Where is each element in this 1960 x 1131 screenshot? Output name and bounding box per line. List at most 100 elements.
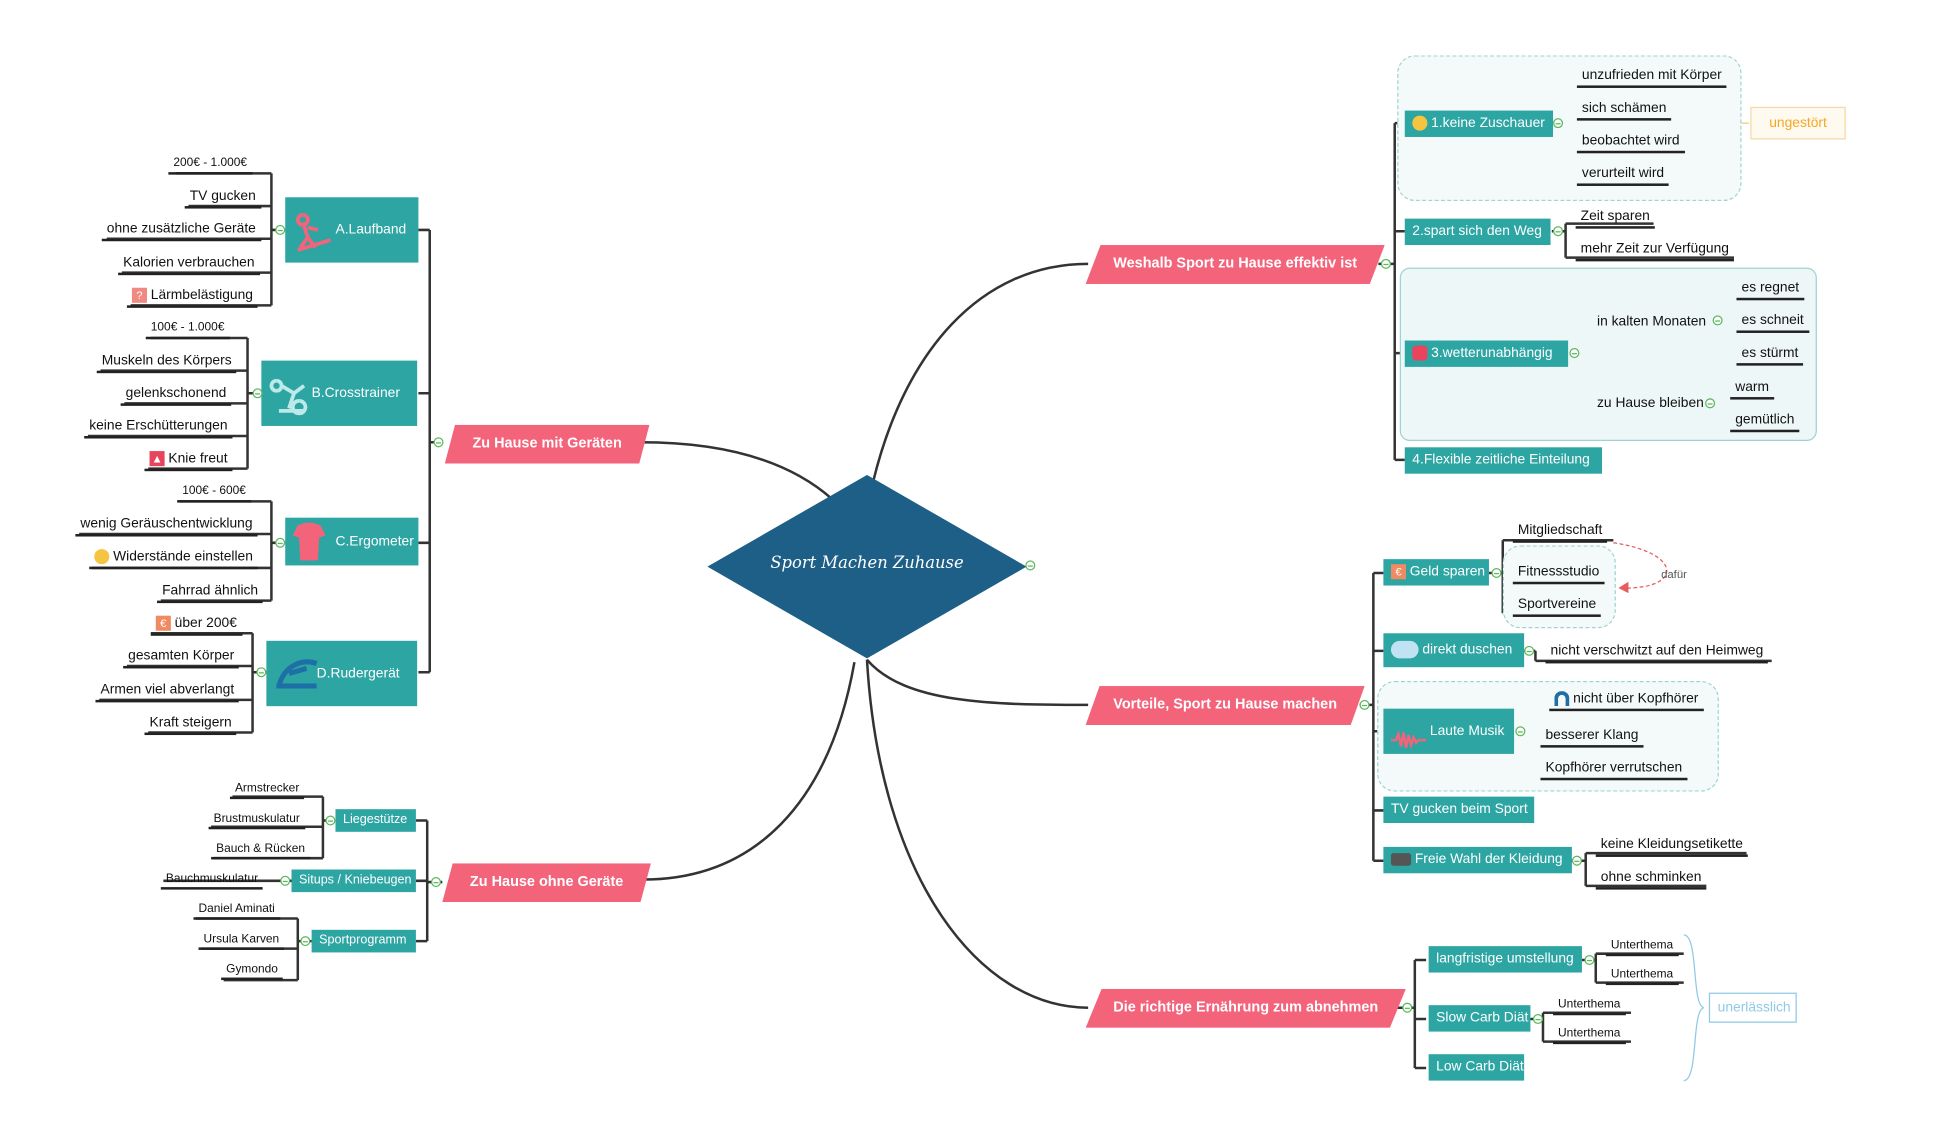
subtopic-kleidung[interactable]: Freie Wahl der Kleidung <box>1383 846 1572 874</box>
collapse-toggle[interactable] <box>1359 699 1370 710</box>
leaf-item[interactable]: warm <box>1730 377 1775 400</box>
leaf-item[interactable]: 100€ - 1.000€ <box>145 319 230 340</box>
leaf-item[interactable]: Unterthema <box>1553 1025 1626 1045</box>
leaf-item[interactable]: gesamten Körper <box>123 646 240 669</box>
collapse-toggle[interactable] <box>433 437 444 448</box>
main-topic-vorteile[interactable]: Vorteile, Sport zu Hause machen <box>1085 686 1365 726</box>
subtopic-laufband[interactable]: A.Laufband <box>285 197 419 263</box>
leaf-item[interactable]: sich schämen <box>1576 98 1672 121</box>
collapse-toggle[interactable] <box>275 224 286 235</box>
leaf-item[interactable]: es regnet <box>1736 278 1805 301</box>
collapse-toggle[interactable] <box>1584 954 1595 965</box>
subtopic-slowcarb[interactable]: Slow Carb Diät <box>1428 1005 1531 1032</box>
leaf-item[interactable]: Brustmuskulatur <box>208 810 305 830</box>
subtopic-wetter[interactable]: 3.wetterunabhängig <box>1404 340 1569 367</box>
subtopic-tv[interactable]: TV gucken beim Sport <box>1383 796 1535 824</box>
leaf-item[interactable]: es stürmt <box>1736 343 1804 366</box>
subtopic-liegestuetze[interactable]: Liegestütze <box>335 809 416 832</box>
collapse-toggle[interactable] <box>1532 1013 1543 1025</box>
leaf-item[interactable]: ohne zusätzliche Geräte <box>101 219 261 242</box>
collapse-toggle[interactable] <box>1515 726 1526 737</box>
leaf-item[interactable]: besserer Klang <box>1540 725 1644 748</box>
central-topic[interactable]: Sport Machen Zuhause <box>707 474 1027 659</box>
subtopic-flexibel[interactable]: 4.Flexible zeitliche Einteilung <box>1404 447 1603 474</box>
leaf-item[interactable]: mehr Zeit zur Verfügung <box>1575 239 1734 262</box>
leaf-item[interactable]: nicht über Kopfhörer <box>1549 689 1704 712</box>
leaf-item[interactable]: Kalorien verbrauchen <box>118 253 260 276</box>
leaf-item-bleiben[interactable]: zu Hause bleiben <box>1597 395 1704 411</box>
collapse-toggle[interactable] <box>1524 645 1535 656</box>
collapse-toggle[interactable] <box>1705 398 1716 409</box>
collapse-toggle[interactable] <box>325 815 336 826</box>
subtopic-umstellung[interactable]: langfristige umstellung <box>1428 946 1582 973</box>
subtopic-situps[interactable]: Situps / Kniebeugen <box>291 869 416 893</box>
collapse-toggle[interactable] <box>1712 315 1723 326</box>
leaf-item[interactable]: gelenkschonend <box>120 383 232 406</box>
leaf-item[interactable]: 200€ - 1.000€ <box>168 155 253 175</box>
collapse-toggle[interactable] <box>256 667 267 678</box>
leaf-item[interactable]: Mitgliedschaft <box>1512 520 1608 543</box>
main-topic-mit-geraeten[interactable]: Zu Hause mit Geräten <box>444 424 650 464</box>
leaf-item[interactable]: es schneit <box>1736 310 1809 333</box>
subtopic-ergometer[interactable]: C.Ergometer <box>285 517 419 566</box>
leaf-item[interactable]: Gymondo <box>221 961 283 981</box>
leaf-item[interactable]: beobachtet wird <box>1576 131 1685 154</box>
leaf-item[interactable]: verurteilt wird <box>1576 163 1670 186</box>
leaf-item[interactable]: ▲Knie freut <box>144 449 233 472</box>
collapse-toggle-center[interactable] <box>1025 560 1036 571</box>
leaf-item[interactable]: wenig Geräuschentwicklung <box>75 514 258 537</box>
collapse-toggle[interactable] <box>1491 567 1502 578</box>
leaf-item[interactable]: TV gucken <box>184 186 261 209</box>
collapse-toggle[interactable] <box>1553 118 1564 129</box>
leaf-item[interactable]: Armen viel abverlangt <box>95 680 240 703</box>
subtopic-rudergeraet[interactable]: D.Rudergerät <box>266 640 418 707</box>
collapse-toggle[interactable] <box>1571 855 1582 866</box>
main-topic-effektiv[interactable]: Weshalb Sport zu Hause effektiv ist <box>1085 245 1385 284</box>
main-topic-ohne-geraete[interactable]: Zu Hause ohne Geräte <box>442 863 651 903</box>
leaf-item[interactable]: keine Kleidungsetikette <box>1595 834 1748 857</box>
leaf-item[interactable]: Muskeln des Körpers <box>96 351 237 374</box>
leaf-item[interactable]: Fitnessstudio <box>1512 562 1605 585</box>
subtopic-duschen[interactable]: direkt duschen <box>1383 633 1525 668</box>
main-topic-ernaehrung[interactable]: Die richtige Ernährung zum abnehmen <box>1085 988 1406 1028</box>
leaf-item[interactable]: Zeit sparen <box>1575 206 1655 229</box>
leaf-item[interactable]: Widerstände einstellen <box>89 547 258 570</box>
subtopic-crosstrainer[interactable]: B.Crosstrainer <box>261 360 418 426</box>
callout-note[interactable]: ungestört <box>1750 106 1846 140</box>
leaf-item[interactable]: keine Erschütterungen <box>84 416 233 439</box>
leaf-item[interactable]: Unterthema <box>1605 937 1679 957</box>
leaf-item[interactable]: Sportvereine <box>1512 594 1602 617</box>
leaf-item[interactable]: Kopfhörer verrutschen <box>1540 758 1688 781</box>
subtopic-sportprogramm[interactable]: Sportprogramm <box>311 929 416 953</box>
leaf-item[interactable]: €über 200€ <box>150 613 242 636</box>
leaf-item[interactable]: Kraft steigern <box>144 712 237 736</box>
leaf-item[interactable]: Daniel Aminati <box>193 901 280 920</box>
collapse-toggle[interactable] <box>1569 348 1580 359</box>
leaf-item[interactable]: Bauchmuskulatur <box>160 871 264 890</box>
subtopic-lowcarb[interactable]: Low Carb Diät <box>1428 1054 1525 1081</box>
leaf-item[interactable]: Ursula Karven <box>198 931 285 950</box>
leaf-item[interactable]: Unterthema <box>1605 966 1679 986</box>
collapse-toggle[interactable] <box>300 936 311 947</box>
subtopic-weg[interactable]: 2.spart sich den Weg <box>1404 218 1551 246</box>
leaf-item-kalt[interactable]: in kalten Monaten <box>1597 314 1707 330</box>
leaf-item[interactable]: Armstrecker <box>229 780 305 800</box>
subtopic-geld[interactable]: €Geld sparen <box>1383 559 1489 586</box>
collapse-toggle[interactable] <box>1553 226 1564 237</box>
collapse-toggle[interactable] <box>1402 1002 1413 1013</box>
collapse-toggle[interactable] <box>430 877 442 888</box>
summary-note[interactable]: unerlässlich <box>1708 992 1797 1023</box>
leaf-item[interactable]: Bauch & Rücken <box>211 841 311 860</box>
relation-label[interactable]: dafür <box>1661 567 1687 581</box>
collapse-toggle[interactable] <box>280 875 291 886</box>
subtopic-musik[interactable]: Laute Musik <box>1383 708 1515 754</box>
collapse-toggle[interactable] <box>252 388 263 399</box>
leaf-item[interactable]: ?Lärmbelästigung <box>126 285 259 308</box>
collapse-toggle[interactable] <box>1380 258 1391 269</box>
subtopic-zuschauer[interactable]: 1.keine Zuschauer <box>1404 110 1554 137</box>
collapse-toggle[interactable] <box>275 537 286 548</box>
leaf-item[interactable]: unzufrieden mit Körper <box>1576 65 1727 88</box>
leaf-item[interactable]: nicht verschwitzt auf den Heimweg <box>1545 641 1769 664</box>
leaf-item[interactable]: gemütlich <box>1730 410 1800 433</box>
leaf-item[interactable]: ohne schminken <box>1595 867 1707 890</box>
